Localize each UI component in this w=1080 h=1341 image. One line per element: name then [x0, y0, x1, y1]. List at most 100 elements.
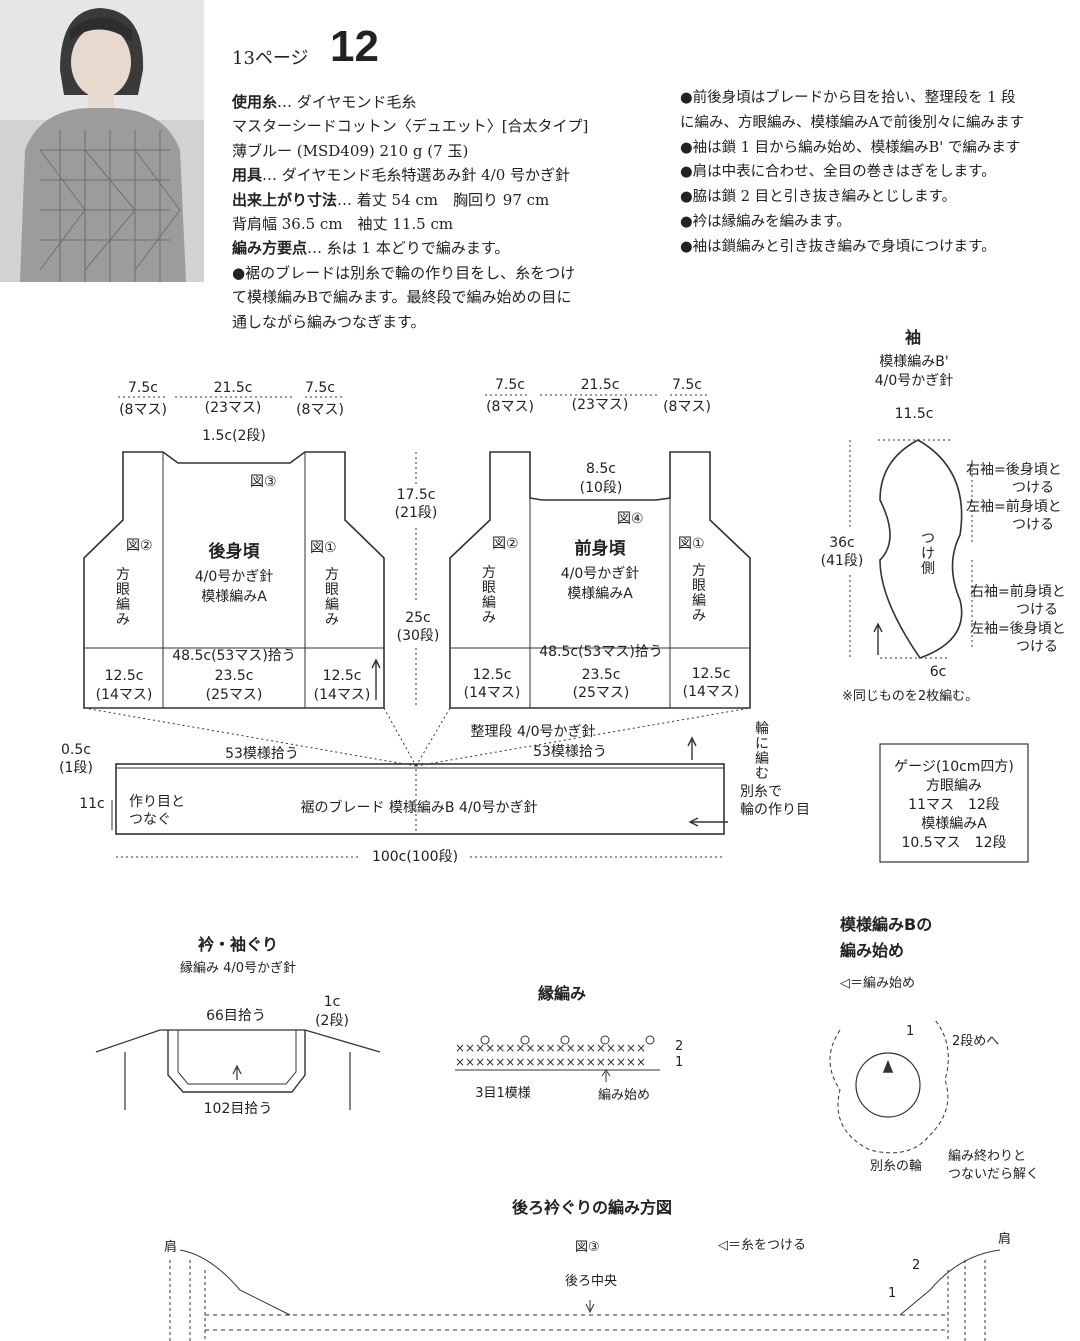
- motif-b-note: 編み終わりと: [948, 1149, 1027, 1164]
- center-dim-a: 17.5c: [396, 487, 436, 503]
- front-top-mid-sub: (23マス): [571, 397, 629, 413]
- collar-top-pickup: 66目拾う: [206, 1008, 266, 1024]
- sleeve-note-left-1: 左袖=前身頃と: [966, 499, 1062, 515]
- back-side-right-label: 方眼編み: [325, 567, 339, 628]
- braid-join-label: 作り目と: [129, 794, 185, 810]
- motif-b-row-1: 1: [906, 1024, 915, 1039]
- instruction-line: ●前後身頃はブレードから目を拾い、整理段を 1 段: [680, 90, 1016, 106]
- sleeve-attach-side: つけ側: [921, 531, 935, 577]
- front-top-right-sub: (8マス): [663, 399, 711, 415]
- front-bottom-right-sub: (14マス): [682, 684, 740, 700]
- instruction-line: ●袖は鎖編みと引き抜き編みで身頃につけます。: [680, 238, 996, 255]
- instructions-block: ●前後身頃はブレードから目を拾い、整理段を 1 段 に編み、方眼編み、模様編みA…: [680, 86, 1024, 260]
- points-line-2: て模様編みBで編みます。最終段で編み始めの目に: [232, 288, 572, 307]
- collar-outline: [95, 1029, 381, 1053]
- back-top-left-sub: (8マス): [119, 402, 167, 418]
- collar-title: 衿・袖ぐり: [197, 935, 279, 954]
- front-fig-1-label: 図①: [678, 536, 705, 552]
- front-neck-sub: (10段): [579, 480, 623, 496]
- center-dim-b: 25c: [405, 610, 431, 626]
- back-fig-3-label: 図③: [250, 474, 277, 490]
- points-label: 編み方要点: [232, 239, 308, 258]
- braid-separate-yarn: 別糸で: [740, 784, 782, 800]
- edging-row-1-stitches: ×××××××××××××××××××: [455, 1055, 646, 1069]
- back-top-mid-sub: (23マス): [204, 400, 262, 416]
- pattern-number: 12: [330, 22, 379, 71]
- yarn-line: 使用糸… ダイヤモンド毛糸: [232, 90, 588, 114]
- instruction-line: ●脇は鎖 2 目と引き抜き編みとじします。: [680, 189, 957, 206]
- motif-b-legend: ◁＝編み始め: [840, 976, 915, 991]
- model-photo: [0, 0, 204, 282]
- yarn-line-3: 薄ブルー (MSD409) 210 g (7 玉): [232, 141, 469, 160]
- sleeve-pattern: 模様編みB': [879, 354, 949, 370]
- motif-b-title: 模様編みBの: [840, 915, 933, 934]
- points-line-3: 通しながら編みつなぎます。: [232, 312, 426, 331]
- front-fig-2-label: 図②: [492, 536, 519, 552]
- back-top-right-dim: 7.5c: [305, 380, 335, 396]
- center-dim-a-sub: (21段): [394, 505, 438, 521]
- front-bottom-right-dim: 12.5c: [691, 666, 731, 682]
- braid-small-height: 0.5c: [61, 742, 91, 758]
- sleeve-note-right-2: 右袖=前身頃と: [970, 584, 1066, 600]
- edging-row-2-stitches: ×××××××××××××××××××: [455, 1041, 646, 1055]
- braid-pickup-left: 53模様拾う: [225, 746, 299, 762]
- sleeve-note-left-1b: つける: [1012, 517, 1054, 533]
- gauge-title: ゲージ(10cm四方): [894, 759, 1014, 775]
- back-side-left-label: 方眼編み: [116, 567, 130, 628]
- edging-repeat: 3目1模様: [475, 1086, 531, 1101]
- tools-line: 用具… ダイヤモンド毛糸特選あみ針 4/0 号かぎ針: [232, 163, 588, 187]
- back-neck-legend: ◁＝糸をつける: [718, 1238, 806, 1253]
- gauge-a-value: 11マス 12段: [908, 797, 1000, 813]
- braid-separate-yarn-2: 輪の作り目: [740, 802, 810, 818]
- instruction-line: ●肩は中表に合わせ、全目の巻きはぎをします。: [680, 164, 996, 181]
- back-fig-2-label: 図②: [126, 538, 153, 554]
- collar-subtitle: 縁編み 4/0号かぎ針: [179, 961, 297, 976]
- yarn-label: 使用糸: [232, 93, 278, 111]
- sleeve-needle: 4/0号かぎ針: [874, 373, 954, 389]
- motif-b-separate-ring: 別糸の輪: [870, 1159, 923, 1174]
- front-top-left-dim: 7.5c: [495, 377, 525, 393]
- back-top-mid-dim: 21.5c: [213, 380, 253, 396]
- front-bottom-left-sub: (14マス): [463, 685, 521, 701]
- collar-side-dim-sub: (2段): [315, 1013, 349, 1029]
- edging-start: 編み始め: [597, 1088, 651, 1103]
- tools-value: … ダイヤモンド毛糸特選あみ針 4/0 号かぎ針: [262, 166, 571, 185]
- braid-join-label-2: つなぐ: [129, 812, 171, 828]
- front-bottom-mid-sub: (25マス): [572, 685, 630, 701]
- back-pattern: 模様編みA: [201, 589, 267, 605]
- yarn-line-2: マスターシードコットン〈デュエット〉[合太タイプ]: [232, 117, 589, 136]
- center-dim-b-sub: (30段): [396, 628, 440, 644]
- back-bottom-right-dim: 12.5c: [322, 668, 362, 684]
- sleeve-height-sub: (41段): [820, 553, 864, 569]
- front-needle: 4/0号かぎ針: [560, 566, 640, 582]
- braid-height: 11c: [79, 796, 105, 812]
- back-top-left-dim: 7.5c: [128, 380, 158, 396]
- sleeve-title: 袖: [904, 328, 922, 347]
- size-line: 出来上がり寸法… 着丈 54 cm 胸回り 97 cm: [232, 188, 588, 212]
- braid-width: 100c(100段): [371, 849, 459, 865]
- motif-b-row-2: 2段めへ: [952, 1034, 1000, 1049]
- points-value: … 糸は 1 本どりで編みます。: [307, 239, 510, 258]
- back-neck-center: 後ろ中央: [564, 1274, 618, 1289]
- braid-title: 裾のブレード 模様編みB 4/0号かぎ針: [300, 800, 538, 816]
- points-line: 編み方要点… 糸は 1 本どりで編みます。: [232, 236, 588, 260]
- gauge-box: [879, 743, 1029, 863]
- size-line-2: 背肩幅 36.5 cm 袖丈 11.5 cm: [232, 215, 454, 234]
- sleeve-note-right-2b: つける: [1016, 602, 1058, 618]
- front-pickup: 48.5c(53マス)拾う: [539, 644, 663, 660]
- points-line-1: ●裾のブレードは別糸で輪の作り目をし、糸をつけ: [232, 263, 576, 282]
- instruction-line: ●袖は鎖 1 目から編み始め、模様編みB' で編みます: [680, 139, 1021, 156]
- page-reference: 13ページ: [232, 48, 309, 69]
- back-body-outline: [83, 451, 385, 709]
- braid-ring-label: 輪に編む: [755, 721, 769, 782]
- front-body-title: 前身頃: [574, 539, 626, 559]
- back-pickup: 48.5c(53マス)拾う: [172, 648, 296, 664]
- back-bottom-mid-dim: 23.5c: [214, 668, 254, 684]
- back-fig-1-label: 図①: [310, 540, 337, 556]
- instruction-line: ●衿は縁編みを編みます。: [680, 213, 851, 230]
- front-bottom-left-dim: 12.5c: [472, 667, 512, 683]
- back-neck-shoulder-right: 肩: [998, 1232, 1012, 1247]
- back-bottom-mid-sub: (25マス): [205, 687, 263, 703]
- back-neck-depth: 1.5c(2段): [202, 428, 266, 444]
